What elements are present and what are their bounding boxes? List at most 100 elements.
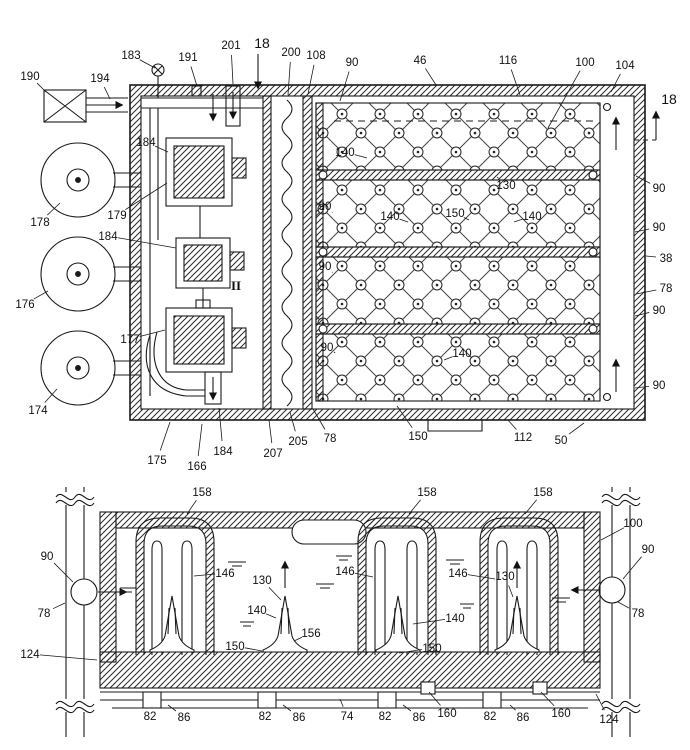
ref-numeral: II: [231, 278, 241, 293]
inlet-valve-right: [598, 576, 626, 604]
ref-numeral: 140: [445, 613, 464, 625]
ref-numeral: 158: [192, 487, 211, 499]
leader-line: [412, 619, 446, 625]
drain-tab: [427, 420, 483, 432]
leader-line: [282, 704, 292, 712]
partition-left: [262, 95, 272, 410]
leader-line: [467, 574, 496, 580]
leader-line: [399, 218, 409, 223]
freeze-tubes: [151, 540, 538, 655]
ref-numeral: 207: [263, 448, 282, 460]
ref-numeral: 146: [215, 568, 234, 580]
leader-line: [193, 573, 216, 577]
ref-numeral: 130: [496, 180, 515, 192]
ref-numeral: 90: [653, 305, 666, 317]
ref-numeral: 100: [623, 518, 642, 530]
compressor-units: [165, 137, 247, 373]
ref-numeral: 18: [661, 91, 677, 107]
ref-numeral: 50: [555, 435, 568, 447]
ref-numeral: 18: [254, 35, 270, 51]
ref-numeral: 184: [136, 137, 156, 149]
ref-numeral: 78: [632, 608, 645, 620]
ref-numeral: 150: [225, 641, 244, 653]
ref-numeral: 150: [422, 643, 441, 655]
leader-line: [510, 69, 521, 96]
leader-line: [218, 407, 223, 442]
ref-numeral: 100: [575, 57, 594, 69]
leader-line: [509, 704, 516, 711]
leader-line: [634, 312, 650, 317]
ref-numeral: 78: [660, 283, 673, 295]
ref-numeral: 200: [281, 47, 300, 59]
freeze-cups: [135, 517, 559, 655]
leader-line: [154, 145, 169, 153]
leader-line: [425, 68, 437, 86]
leader-line: [634, 385, 650, 389]
ref-numeral: 183: [121, 50, 140, 62]
ref-numeral: 160: [437, 708, 456, 720]
casing-outer: [129, 84, 646, 421]
leader-line: [52, 602, 66, 610]
leader-line: [634, 228, 650, 233]
leader-line: [513, 218, 523, 223]
ref-numeral: 90: [346, 57, 359, 69]
leader-line: [568, 422, 585, 435]
ref-numeral: 177: [120, 334, 139, 346]
leader-line: [524, 499, 537, 515]
leader-line: [103, 86, 111, 100]
leader-line: [167, 704, 177, 712]
leader-line: [244, 647, 263, 652]
ref-numeral: 184: [98, 231, 118, 243]
ref-numeral: 150: [445, 208, 464, 220]
bottom-figure: [55, 487, 641, 737]
leader-line: [402, 704, 412, 712]
ref-numeral: 86: [293, 712, 306, 724]
leader-line: [197, 423, 203, 457]
leader-line: [117, 237, 177, 249]
inlet-valve-left: [70, 578, 98, 606]
leader-line: [266, 613, 277, 619]
ref-numeral: 175: [147, 455, 166, 467]
leader-line: [289, 411, 296, 432]
ref-numeral: 150: [408, 431, 427, 443]
leader-line: [53, 562, 74, 583]
ref-numeral: 90: [642, 544, 655, 556]
ref-numeral: 74: [341, 711, 354, 723]
ref-numeral: 160: [551, 708, 570, 720]
ref-numeral: 82: [484, 711, 497, 723]
ref-numeral: 90: [653, 183, 666, 195]
ref-numeral: 205: [288, 436, 307, 448]
leader-line: [333, 351, 336, 354]
leader-line: [339, 698, 344, 707]
ref-numeral: 146: [335, 566, 354, 578]
leader-line: [339, 71, 350, 102]
ref-numeral: 201: [221, 40, 240, 52]
fan-motors: [40, 142, 141, 406]
leader-line: [622, 556, 642, 580]
ref-numeral: 130: [252, 575, 271, 587]
partition-right: [302, 95, 313, 410]
leader-line: [600, 527, 625, 541]
ref-numeral: 179: [107, 210, 126, 222]
leader-line: [443, 356, 453, 361]
ref-numeral: 78: [38, 608, 51, 620]
nozzle-cones: [149, 560, 540, 653]
leader-line: [428, 691, 441, 706]
leader-line: [635, 289, 657, 295]
leader-line: [398, 649, 423, 654]
ref-numeral: 140: [522, 211, 541, 223]
ref-numeral: 90: [41, 551, 54, 563]
ref-numeral: 124: [20, 649, 40, 661]
ref-numeral: 112: [514, 432, 532, 444]
ref-numeral: 156: [301, 628, 320, 640]
ref-numeral: 140: [335, 147, 354, 159]
ref-numeral: 86: [413, 712, 426, 724]
ref-numeral: 184: [213, 446, 233, 458]
leader-line: [190, 66, 198, 87]
ref-numeral: 140: [247, 605, 266, 617]
ref-numeral: 140: [380, 211, 399, 223]
ref-numeral: 166: [187, 461, 206, 473]
leader-line: [186, 500, 197, 515]
